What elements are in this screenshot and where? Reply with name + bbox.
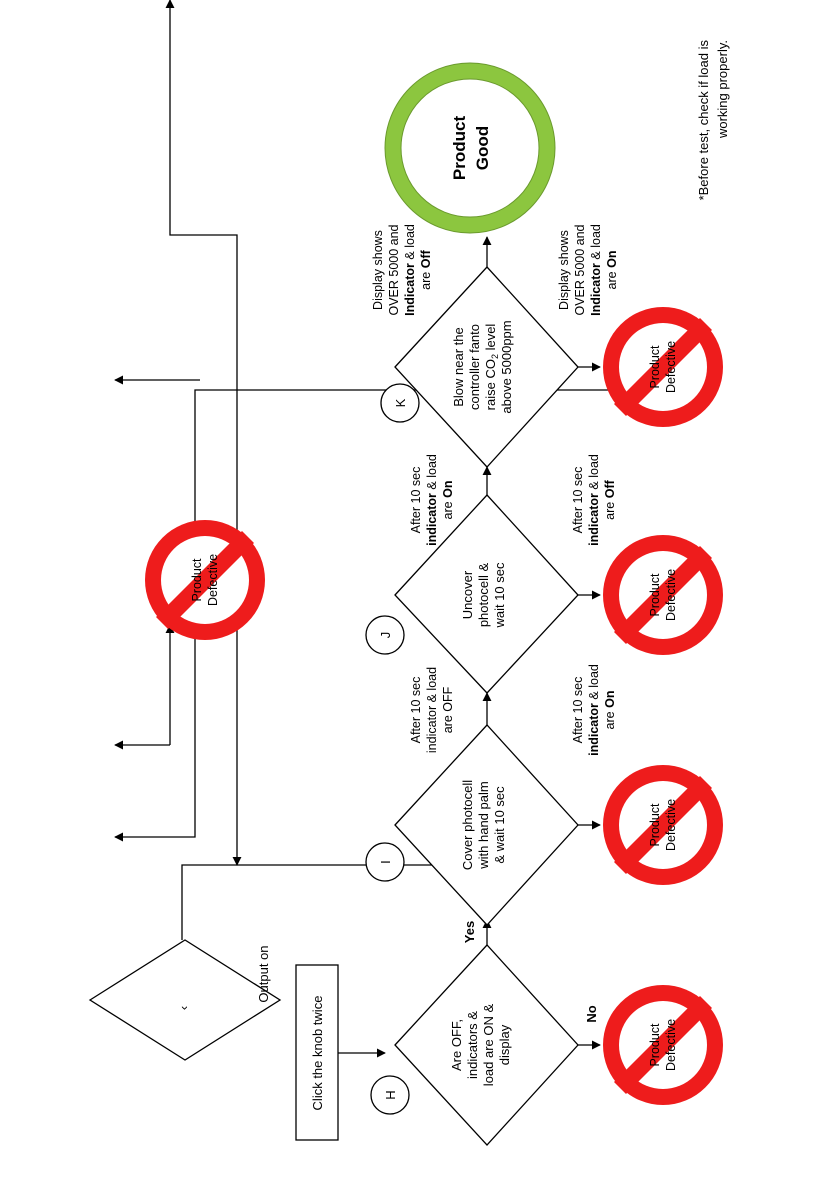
k-fail-1: Display shows xyxy=(557,230,571,310)
h-text-2: indicators & xyxy=(465,1011,480,1079)
i-text-3: & wait 10 sec xyxy=(492,786,507,864)
defective-sign-h: Product Defective xyxy=(603,985,723,1105)
product-good-label-2: Good xyxy=(473,126,492,170)
product-good-label-1: Product xyxy=(450,116,469,181)
output-on-label: Output on xyxy=(256,945,271,1002)
k-fail-3: Indicator & load xyxy=(589,224,603,316)
partial-diamond-label: ‹ xyxy=(176,1006,191,1010)
i-pass-1: After 10 sec xyxy=(409,677,423,744)
k-pass-2: OVER 5000 and xyxy=(387,224,401,315)
i-pass-2: indicator & load xyxy=(425,667,439,753)
i-fail-2: indicator & load xyxy=(587,664,601,756)
j-text-1: Uncover xyxy=(460,570,475,619)
defective-sign-j: Product Defective xyxy=(603,535,723,655)
i-fail-1: After 10 sec xyxy=(571,677,585,744)
defective-label-2: Defective xyxy=(664,569,678,621)
top-defective-sign: Product Defective xyxy=(145,520,265,640)
rotated-flowchart: ‹ Output on Product Defective Click the … xyxy=(88,0,730,1146)
j-text-3: wait 10 sec xyxy=(492,562,507,629)
h-text-3: load are ON & xyxy=(481,1003,496,1086)
note-line-2: working properly. xyxy=(715,40,730,139)
k-fail-4: are On xyxy=(605,251,619,290)
note-line-1: *Before test, check if load is xyxy=(696,40,711,201)
j-pass-2: indicator & load xyxy=(425,454,439,546)
top-defective-label-1: Product xyxy=(190,558,204,602)
j-fail-1: After 10 sec xyxy=(571,467,585,534)
k-pass-1: Display shows xyxy=(371,230,385,310)
defective-label-1: Product xyxy=(648,573,662,617)
step-marker-h-label: H xyxy=(383,1090,398,1099)
yes-label: Yes xyxy=(462,921,477,943)
step-marker-k-label: K xyxy=(393,398,408,407)
j-fail-3: are Off xyxy=(603,479,617,519)
h-text-1: Are OFF, xyxy=(449,1019,464,1071)
step-marker-k xyxy=(380,383,420,423)
j-pass-1: After 10 sec xyxy=(409,467,423,534)
defective-label-1: Product xyxy=(648,1023,662,1067)
j-fail-2: indicator & load xyxy=(587,454,601,546)
defective-label-2: Defective xyxy=(664,799,678,851)
no-label: No xyxy=(584,1005,599,1022)
partial-decision-diamond xyxy=(88,939,282,1061)
step-marker-j-label: J xyxy=(378,632,393,639)
k-pass-4: are Off xyxy=(419,249,433,289)
product-good-circle: Product Good xyxy=(384,62,556,234)
defective-label-1: Product xyxy=(648,345,662,389)
k-text-3: raise CO2 level xyxy=(483,324,500,411)
defective-label-2: Defective xyxy=(664,341,678,393)
i-text-1: Cover photocell xyxy=(460,780,475,870)
h-text-4: display xyxy=(497,1024,512,1065)
k-text-2: controller fanto xyxy=(467,324,482,410)
k-pass-3: Indicator & load xyxy=(403,224,417,316)
defective-sign-i: Product Defective xyxy=(603,765,723,885)
step-marker-i xyxy=(365,842,405,882)
i-fail-3: are On xyxy=(603,691,617,730)
j-text-2: photocell & xyxy=(476,563,491,628)
top-defective-label-2: Defective xyxy=(206,554,220,606)
defective-sign-k: Product Defective xyxy=(603,307,723,427)
k-fail-2: OVER 5000 and xyxy=(573,224,587,315)
step-marker-j xyxy=(365,615,405,655)
step-marker-i-label: I xyxy=(378,860,393,864)
step-marker-h xyxy=(370,1075,410,1115)
click-knob-label: Click the knob twice xyxy=(310,996,325,1111)
i-text-2: with hand palm xyxy=(476,781,491,869)
defective-label-2: Defective xyxy=(664,1019,678,1071)
j-pass-3: are On xyxy=(441,481,455,520)
connector-line xyxy=(165,0,242,866)
defective-label-1: Product xyxy=(648,803,662,847)
k-text-4: above 5000ppm xyxy=(499,320,514,413)
k-text-1: Blow near the xyxy=(451,327,466,407)
i-pass-3: are OFF xyxy=(441,686,455,733)
